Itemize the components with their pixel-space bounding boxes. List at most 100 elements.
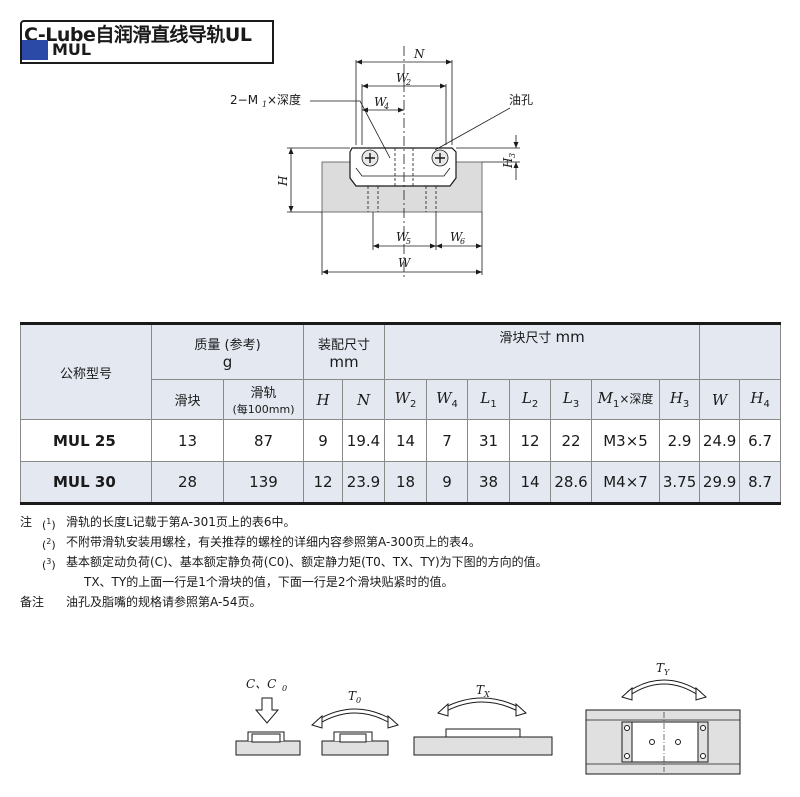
note-text: TX、TY的上面一行是1个滑块的值，下面一行是2个滑块贴紧时的值。	[84, 575, 454, 589]
header-slider-unit: mm	[555, 328, 585, 346]
spec-table: 公称型号 质量 (参考) g 装配尺寸 mm 滑块尺寸 mm 滑块 滑轨 (每1…	[20, 322, 782, 505]
header-l1-sub: 1	[490, 399, 497, 410]
header-mass: 质量 (参考) g	[151, 322, 304, 380]
label-ty: T	[656, 661, 665, 675]
header-l1: L1	[467, 379, 511, 420]
header-l3: L3	[550, 379, 593, 420]
header-h4-text: H	[750, 389, 764, 407]
dim-label-n: N	[413, 47, 425, 61]
cell-l2: 12	[509, 419, 552, 462]
cell-slider-mass: 13	[151, 419, 224, 462]
cell-n: 23.9	[341, 461, 386, 505]
load-direction-diagrams: C、C 0 T 0 T X T Y	[235, 661, 741, 775]
header-slider-mass: 滑块	[151, 379, 224, 420]
header-l1-text: L	[480, 389, 491, 407]
cell-m1: M3×5	[591, 419, 661, 462]
dim-label-h3-sub: 3	[508, 153, 517, 158]
load-diagram-t0: T 0	[311, 689, 399, 756]
dim-label-w2-sub: 2	[405, 78, 411, 87]
cell-w4: 9	[426, 461, 469, 505]
cell-l1: 31	[467, 419, 511, 462]
dim-label-w2: W	[396, 71, 410, 85]
notes-block: 注 (1) 滑轨的长度L记载于第A-301页上的表6中。 (2) 不附带滑轨安装…	[20, 512, 780, 612]
note-number: (3)	[42, 557, 56, 572]
cell-h: 9	[303, 419, 343, 462]
header-m1-tail: ×深度	[619, 392, 654, 406]
cell-w2: 18	[384, 461, 428, 505]
label-t0-sub: 0	[356, 696, 361, 705]
cell-w: 24.9	[699, 419, 741, 462]
down-arrow-icon	[254, 697, 280, 724]
header-h4-sub: 4	[763, 399, 770, 410]
header-rail-mass-note: (每100mm)	[232, 403, 295, 416]
cell-h4: 6.7	[739, 419, 782, 462]
header-l3-sub: 3	[572, 399, 580, 410]
dim-label-m1: 2−M	[230, 93, 258, 107]
cell-h: 12	[303, 461, 343, 505]
header-h-text: H	[316, 390, 330, 409]
label-t0: T	[348, 689, 357, 703]
dim-label-h3: H	[501, 157, 515, 169]
header-rail-mass: 滑轨 (每100mm)	[223, 379, 304, 420]
dim-label-m1-sub: 1	[262, 100, 267, 109]
header-w4: W4	[426, 379, 469, 420]
header-h3-sub: 3	[682, 399, 690, 410]
dim-label-m1-tail: ×深度	[267, 92, 301, 107]
cell-h3: 3.75	[659, 461, 701, 505]
note-number-value: 2	[46, 537, 52, 546]
page-subtitle: MUL	[52, 40, 92, 59]
note-item: TX、TY的上面一行是1个滑块的值，下面一行是2个滑块贴紧时的值。	[20, 572, 780, 592]
note-number: (2)	[42, 537, 56, 552]
note-text: 基本额定动负荷(C)、基本额定静负荷(C0)、额定静力矩(T0、TX、TY)为下…	[66, 555, 548, 569]
dim-label-w4: W	[374, 95, 388, 109]
table-row: MUL 30 28 139 12 23.9 18 9 38 14 28.6 M4…	[20, 461, 782, 505]
note-number-value: 1	[46, 517, 52, 526]
cell-model: MUL 25	[20, 419, 152, 462]
cell-l1: 38	[467, 461, 511, 505]
header-slider-label: 滑块尺寸	[499, 331, 552, 346]
label-ty-sub: Y	[664, 668, 670, 677]
header-l2-sub: 2	[531, 399, 539, 410]
cell-rail-mass: 87	[223, 419, 304, 462]
title-accent-tab	[22, 40, 48, 60]
dim-label-w4-sub: 4	[383, 102, 389, 111]
header-mass-label: 质量 (参考)	[194, 337, 261, 353]
load-diagram-ty: T Y	[585, 661, 741, 775]
note-item: (2) 不附带滑轨安装用螺栓，有关推荐的螺栓的详细内容参照第A-300页上的表4…	[20, 532, 780, 552]
header-assembly: 装配尺寸 mm	[302, 322, 386, 380]
note-number: (1)	[42, 517, 56, 532]
header-w-text: W	[711, 390, 728, 409]
header-w4-sub: 4	[451, 399, 458, 410]
cell-h4: 8.7	[739, 461, 782, 505]
header-w: W	[699, 379, 741, 420]
note-key: 注	[20, 515, 33, 529]
label-c0-sub: 0	[282, 684, 287, 693]
note-text: 滑轨的长度L记载于第A-301页上的表6中。	[66, 515, 296, 529]
cell-model: MUL 30	[20, 461, 152, 505]
page-title: C-Lube自润滑直线导轨UL	[24, 24, 252, 46]
header-w2-sub: 2	[410, 399, 417, 410]
label-tx: T	[476, 683, 485, 697]
header-rail	[699, 322, 782, 380]
header-w2-text: W	[394, 389, 411, 407]
dim-label-w6-sub: 6	[460, 237, 465, 246]
header-l2: L2	[509, 379, 552, 420]
cell-slider-mass: 28	[151, 461, 224, 505]
cell-l2: 14	[509, 461, 552, 505]
header-m1-text: M	[597, 389, 613, 407]
label-tx-sub: X	[483, 690, 490, 699]
header-n-text: N	[356, 390, 371, 409]
cell-w2: 14	[384, 419, 428, 462]
header-n: N	[341, 379, 386, 420]
header-assembly-label: 装配尺寸	[318, 337, 371, 353]
cell-rail-mass: 139	[223, 461, 304, 505]
note-item: 注 (1) 滑轨的长度L记载于第A-301页上的表6中。	[20, 512, 780, 532]
header-w4-text: W	[436, 389, 452, 407]
note-text: 油孔及脂嘴的规格请参照第A-54页。	[66, 595, 262, 609]
note-key: 备注	[20, 595, 45, 609]
dim-label-w5-sub: 5	[406, 237, 411, 246]
header-slider: 滑块尺寸 mm	[384, 322, 701, 380]
cell-l3: 22	[550, 419, 593, 462]
header-m1: M1×深度	[591, 379, 661, 420]
header-m1-sub: 1	[612, 399, 620, 410]
